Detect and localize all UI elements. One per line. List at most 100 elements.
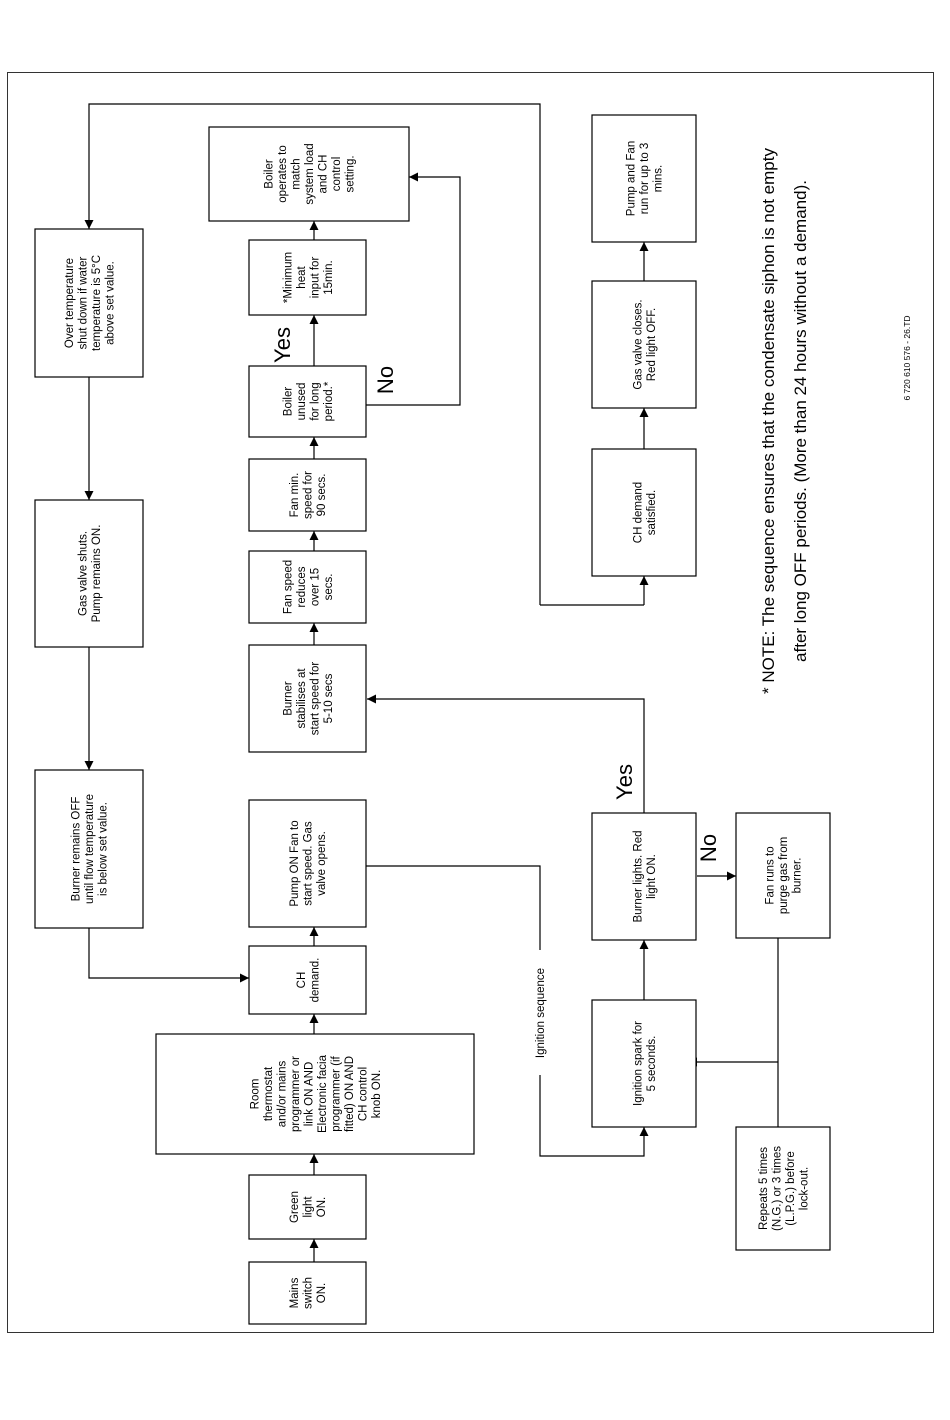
box-frame [155,1033,475,1155]
box-text-line: switch [303,1277,315,1309]
box-text-line: is below set value. [98,802,110,896]
box-text-line: reduces [296,566,308,607]
box-text-line: shut down if water [77,256,89,349]
box-text-line: for long [309,382,321,420]
box-text-line: operates to [277,145,289,203]
box-text-line: above set value. [104,261,116,345]
box-text-line: Fan runs to [765,846,777,904]
box-text-line: burner. [792,858,804,894]
no-label-upper: No [373,366,398,394]
box-text-line: thermostat [263,1066,275,1121]
box-frame [248,239,367,316]
box-frame [208,126,410,222]
box-text-line: run for up to 3 [639,143,651,215]
box-frame [591,114,697,243]
box-text: Gas valve shuts.Pump remains ON. [77,525,103,623]
box-text-line: Burner lights. Red [632,830,644,922]
box-frame [591,280,697,409]
box-text-line: ON. [316,1283,328,1303]
box-text-line: start speed for [309,662,321,736]
box-text-line: and CH [318,155,330,194]
box-frame [591,812,697,941]
box-text-line: lock-out. [798,1167,810,1210]
box-gas-closes: Gas valve closes.Red light OFF. [591,280,697,409]
arrow-no-to-boiler-operates [366,172,461,406]
box-frame [248,799,367,928]
box-text-line: Pump ON Fan to [289,820,301,906]
box-text: Repeats 5 times(N.G.) or 3 times(L.P.G.)… [758,1146,811,1231]
box-text-line: CH [296,972,308,989]
box-text-line: Pump remains ON. [91,525,103,623]
box-text-line: Electronic facia [317,1054,329,1133]
box-text-line: Fan speed [282,560,294,614]
box-text-line: programmer or [290,1056,302,1132]
box-text-line: *Minimum [282,252,294,303]
box-text-line: satisfied. [646,490,658,535]
box-text-line: Burner [282,681,294,716]
box-text-line: Pump and Fan [626,141,638,216]
box-text-line: Boiler [264,159,276,189]
box-text-line: and/or mains [276,1061,288,1128]
box-frame [735,1126,831,1251]
box-text-line: Red light OFF. [646,308,658,382]
yes-label-lower: Yes [612,764,637,800]
box-text-line: input for [309,257,321,299]
box-text-line: (L.P.G.) before [785,1151,797,1226]
box-text-line: Mains [289,1277,301,1308]
box-frame [591,448,697,577]
arrow-burner-off-to-ch-demand [88,928,249,983]
box-frame [591,999,697,1128]
box-text-line: ON. [316,1197,328,1217]
box-text-line: stabilises at [296,668,308,729]
box-text-line: demand. [309,958,321,1003]
no-label-lower: No [696,834,721,862]
figure-reference: 6 720 610 576 - 26.TD [902,315,912,400]
box-text-line: 15min. [323,260,335,295]
box-text-line: system load [304,143,316,204]
box-frame [248,550,367,624]
box-text-line: Over temperature [64,258,76,348]
box-text-line: setting. [345,155,357,192]
box-frame [34,769,144,929]
box-frame [248,1261,367,1325]
box-frame [34,228,144,378]
box-frame [248,644,367,753]
ignition-line-top [366,865,541,950]
box-text-line: Boiler [282,387,294,417]
box-repeats: Repeats 5 times(N.G.) or 3 times(L.P.G.)… [735,1126,831,1251]
box-text-line: 5-10 secs [323,673,335,723]
box-text: Gas valve closes.Red light OFF. [632,299,658,389]
box-text-line: 90 secs. [316,474,328,517]
box-text-line: Gas valve closes. [632,299,644,389]
diagram-frame [7,72,934,1333]
box-frame [248,945,367,1015]
box-text-line: temperature is 5°C [91,255,103,351]
box-text-line: heat [296,266,308,289]
note-line-1: * NOTE: The sequence ensures that the co… [759,148,778,694]
box-text-line: Room [249,1079,261,1110]
